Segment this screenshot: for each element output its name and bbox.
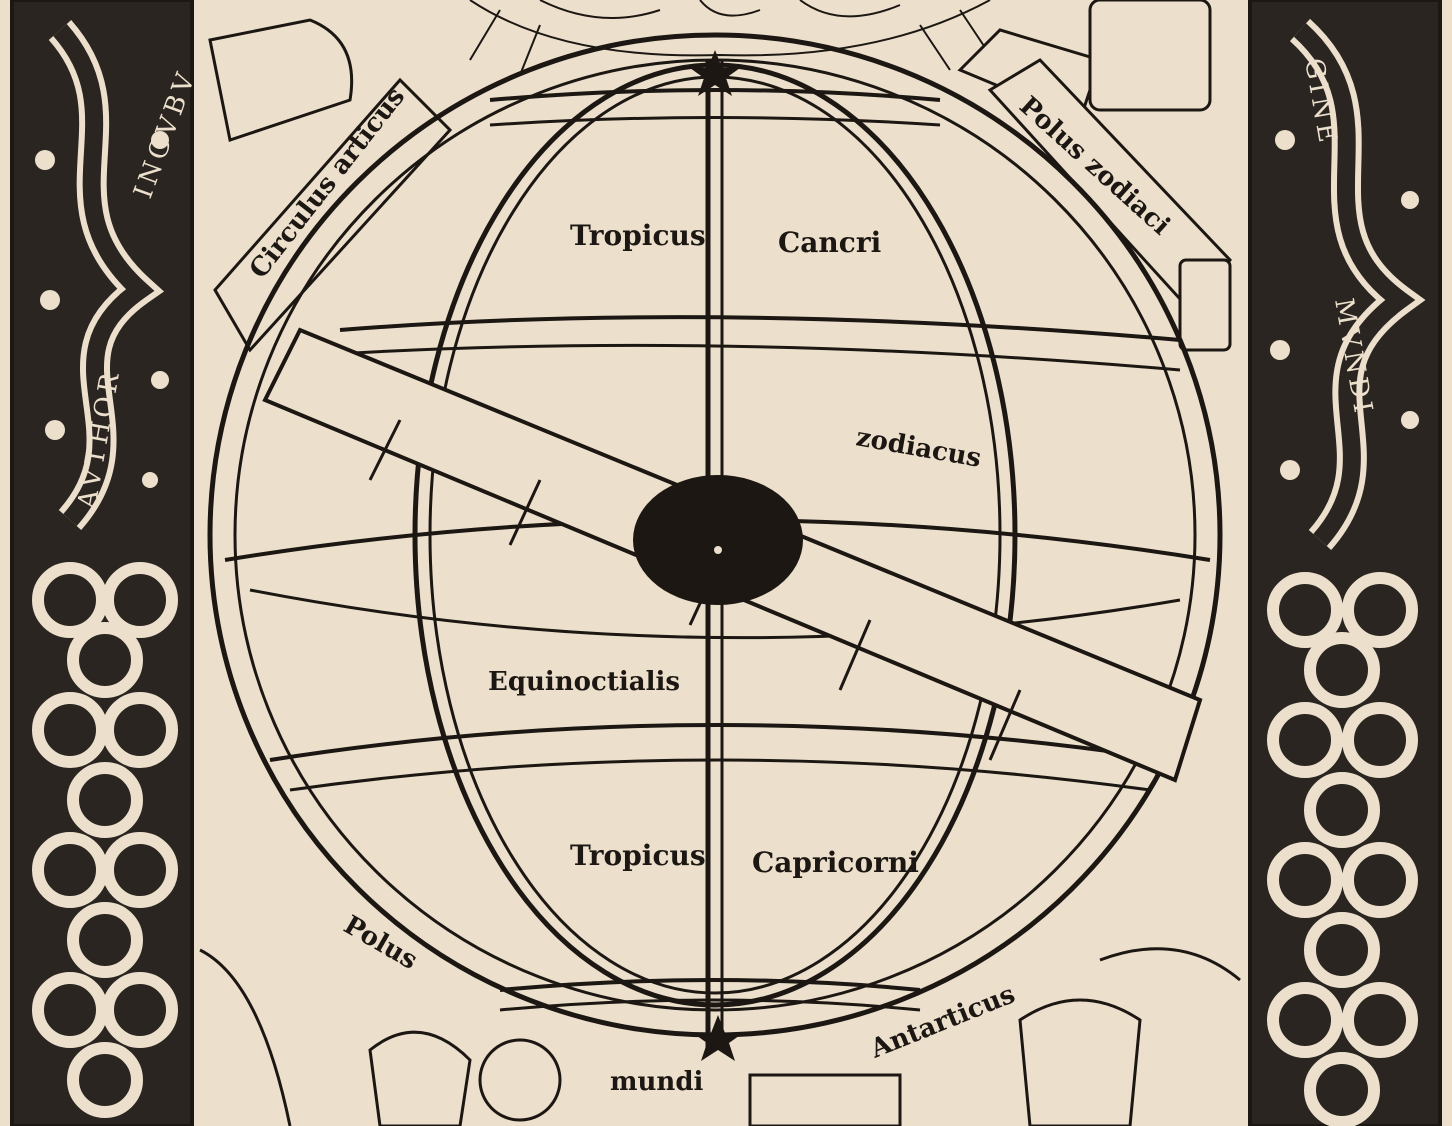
label-cancri: Cancri <box>778 226 881 259</box>
right-decorative-border <box>1248 0 1442 1126</box>
label-capricorni: Capricorni <box>752 846 919 879</box>
north-pole-star-icon <box>690 50 740 96</box>
label-equinoctialis: Equinoctialis <box>488 667 680 697</box>
central-earth <box>633 475 803 605</box>
left-banner-scroll <box>208 18 453 353</box>
left-decorative-border <box>10 0 194 1126</box>
bottom-figures <box>199 947 1241 1126</box>
label-tropicus-bottom: Tropicus <box>570 839 706 872</box>
right-banner-scroll <box>957 0 1232 352</box>
label-mundi: mundi <box>610 1067 703 1097</box>
top-sun-fragment <box>469 0 991 76</box>
south-pole-star-icon <box>693 1015 743 1061</box>
label-tropicus-top: Tropicus <box>570 219 706 252</box>
